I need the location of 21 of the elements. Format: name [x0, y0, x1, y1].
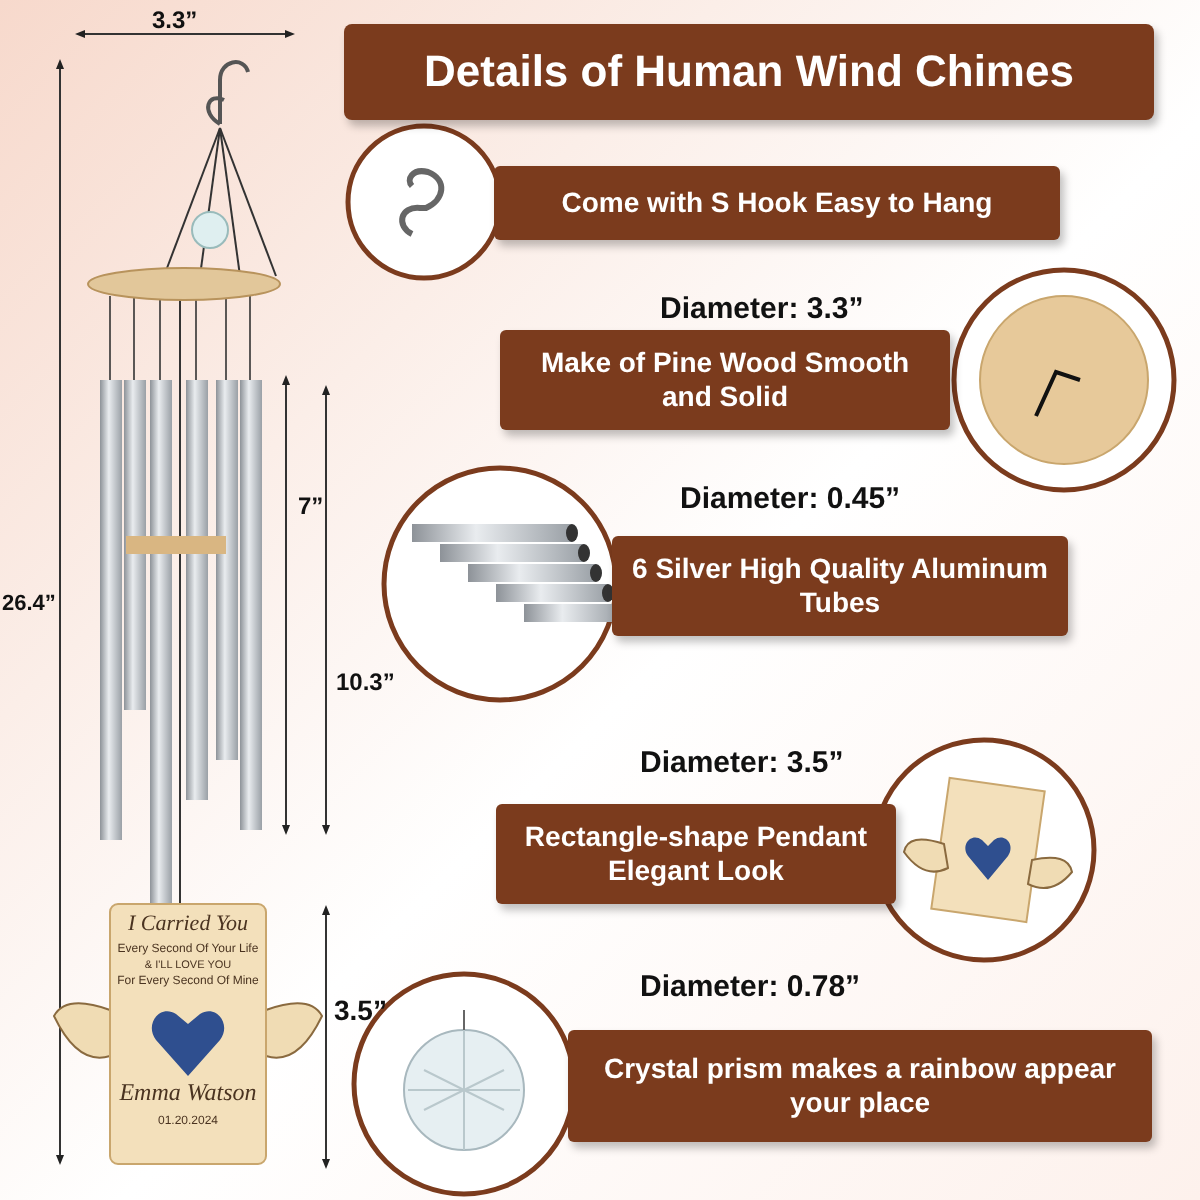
- pendant-text: Emma Watson: [117, 1078, 259, 1108]
- feature-banner: [494, 166, 1060, 240]
- dimension-label: 7”: [298, 492, 324, 520]
- feature-text: 6 Silver High Quality Aluminum Tubes: [632, 552, 1048, 620]
- feature-banner: [568, 1030, 1152, 1142]
- pendant-text: I Carried You: [125, 912, 251, 936]
- feature-text: Come with S Hook Easy to Hang: [561, 186, 993, 220]
- feature-text: Make of Pine Wood Smooth and Solid: [538, 346, 912, 414]
- dimension-label: 10.3”: [336, 668, 395, 696]
- feature-banner: [500, 330, 950, 430]
- dimension-text: Diameter: 3.5”: [640, 746, 844, 780]
- dimension-label: 3.3”: [152, 6, 198, 34]
- feature-banner: [612, 536, 1068, 636]
- title-text: Details of Human Wind Chimes: [424, 45, 1074, 99]
- feature-text: Crystal prism makes a rainbow appear your place: [602, 1052, 1118, 1120]
- dimension-text: Diameter: 3.3”: [660, 292, 864, 326]
- feature-banner: [496, 804, 896, 904]
- dimension-label: 26.4”: [2, 592, 56, 616]
- dimension-text: Diameter: 0.45”: [680, 482, 901, 516]
- feature-text: Rectangle-shape Pendant Elegant Look: [522, 820, 870, 888]
- dimension-text: Diameter: 0.78”: [640, 970, 861, 1004]
